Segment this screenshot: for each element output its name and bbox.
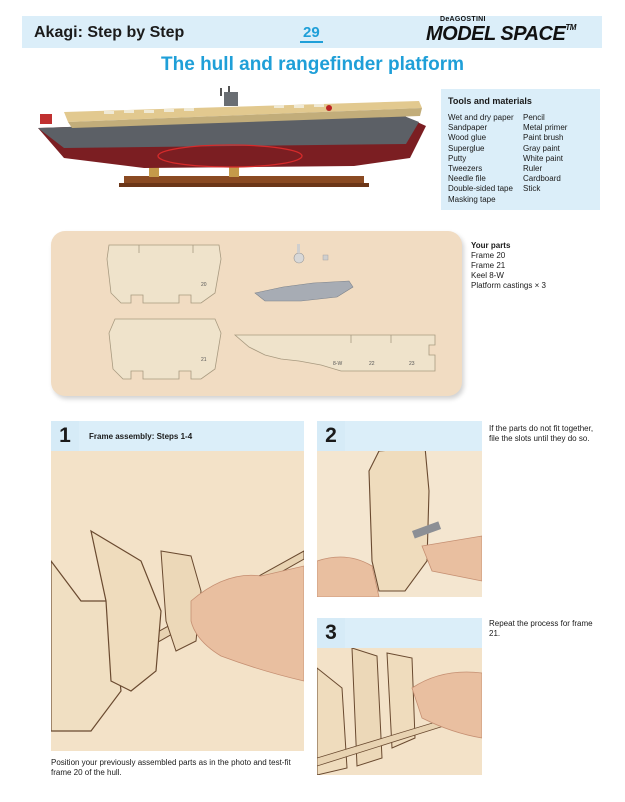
tool-item: Cardboard: [523, 174, 561, 184]
tool-item: White paint: [523, 153, 564, 163]
tool-item: Putty: [448, 153, 467, 163]
tools-list-left: Wet and dry paper Sandpaper Wood glue Su…: [448, 113, 521, 205]
step-2-photo: [317, 451, 482, 597]
tool-item: Stick: [523, 184, 541, 194]
platform-casting: [297, 244, 300, 253]
step-1-number: 1: [51, 421, 79, 451]
platform-casting: [322, 254, 329, 261]
parts-item: Frame 20: [471, 251, 506, 260]
piece-label: 8-W: [333, 361, 342, 367]
parts-item: Keel 8-W: [471, 271, 504, 280]
page-number: 29: [300, 24, 323, 43]
parts-photo-panel: 20 21 8-W 22 23: [51, 231, 462, 396]
tool-item: Tweezers: [448, 164, 483, 174]
piece-label: 23: [409, 361, 415, 367]
tool-item: Wood glue: [448, 133, 487, 143]
step-3-photo: [317, 648, 482, 775]
tool-item: Needle file: [448, 174, 486, 184]
tool-item: Masking tape: [448, 194, 496, 204]
step-1-label: Frame assembly: Steps 1-4: [89, 432, 193, 441]
parts-heading: Your parts: [471, 241, 511, 250]
brand-logo: MODEL SPACETM: [426, 23, 576, 46]
parts-photo: 20 21 8-W 22 23: [106, 244, 436, 380]
step-1-caption: Position your previously assembled parts…: [51, 758, 291, 777]
piece-label: 21: [201, 357, 207, 363]
rangefinder-platform-piece: [254, 280, 354, 302]
tool-item: Superglue: [448, 143, 485, 153]
tools-list-right: Pencil Metal primer Paint brush Gray pai…: [523, 113, 567, 205]
platform-casting: [293, 252, 305, 264]
parts-item: Frame 21: [471, 261, 506, 270]
brand-trademark: TM: [565, 23, 576, 32]
piece-label: 20: [201, 282, 207, 288]
frame-21-piece: [108, 318, 222, 380]
tool-item: Paint brush: [523, 133, 564, 143]
tool-item: Ruler: [523, 164, 543, 174]
step-2-caption: If the parts do not fit together, file t…: [489, 424, 594, 443]
step-3-caption: Repeat the process for frame 21.: [489, 619, 593, 638]
tool-item: Pencil: [523, 113, 545, 122]
parts-item: Platform castings × 3: [471, 281, 546, 290]
ship-model-photo: [38, 86, 426, 187]
parts-list: Your parts Frame 20 Frame 21 Keel 8-W Pl…: [471, 241, 546, 291]
series-title: Akagi: Step by Step: [34, 24, 185, 41]
frame-20-piece: [106, 244, 222, 304]
tool-item: Wet and dry paper: [448, 113, 514, 122]
tool-item: Double-sided tape: [448, 184, 513, 194]
step-1-photo: [51, 451, 304, 751]
tools-heading: Tools and materials: [448, 96, 532, 106]
page-title: The hull and rangefinder platform: [161, 54, 464, 75]
piece-label: 22: [369, 361, 375, 367]
tool-item: Metal primer: [523, 123, 568, 133]
tools-materials-box: Tools and materials Wet and dry paper Sa…: [441, 89, 600, 210]
brand-name: MODEL SPACE: [426, 23, 566, 45]
brand-publisher: DeAGOSTINI: [440, 16, 486, 23]
keel-8w-piece: [233, 334, 436, 372]
tool-item: Sandpaper: [448, 123, 488, 133]
tool-item: Gray paint: [523, 143, 560, 153]
step-3-number: 3: [317, 618, 345, 648]
step-2-number: 2: [317, 421, 345, 451]
step-1-header-bar: [51, 421, 304, 451]
